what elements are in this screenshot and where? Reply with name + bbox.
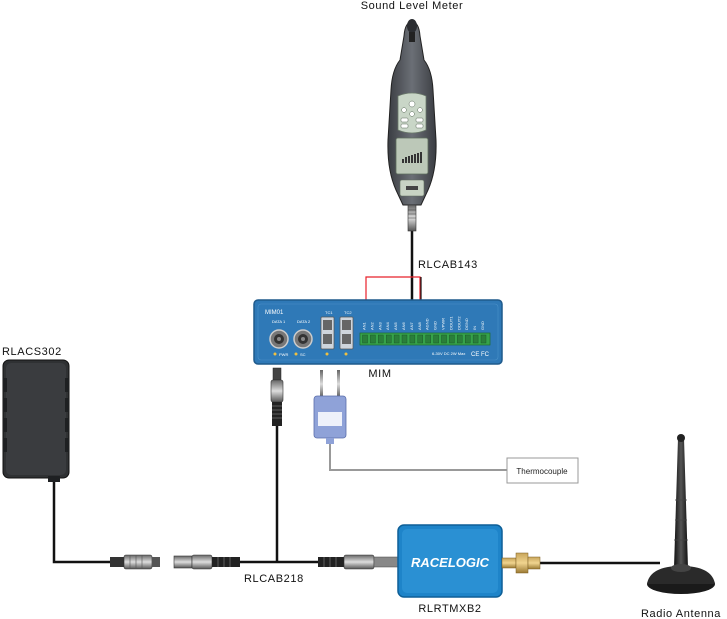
thermocouple-box: Thermocouple	[506, 457, 579, 484]
tc2-label: TC2	[344, 310, 352, 315]
terminal-screw[interactable]	[457, 334, 463, 344]
data1-label: DATA 1	[272, 319, 286, 324]
pin-label: AN3	[377, 321, 382, 330]
pin-label: AN4	[385, 321, 390, 330]
rlcab143-label: RLCAB143	[418, 259, 478, 271]
cables	[52, 230, 660, 565]
terminal-screw[interactable]	[472, 334, 479, 344]
slm-mic-neck	[409, 32, 415, 42]
terminal-screw[interactable]	[393, 334, 400, 344]
sc-led	[294, 352, 298, 356]
voltage-label: 6-30V DC 2W Max	[432, 351, 465, 356]
red-wire	[365, 276, 421, 316]
pin-label: AN6	[401, 321, 406, 330]
slm-microphone	[407, 19, 417, 33]
terminal-screw[interactable]	[465, 334, 471, 344]
rlrtmxb2-label: RLRTMXB2	[418, 603, 481, 615]
pin-label: AN1	[362, 321, 367, 330]
mim-body	[253, 299, 503, 365]
pwr-label: PWR	[279, 352, 288, 357]
inline-connector-right	[318, 554, 399, 570]
rlacs302-power-supply	[2, 359, 70, 482]
sound-level-meter	[387, 19, 437, 232]
pin-label: GND	[433, 321, 438, 330]
rlacs302-label: RLACS302	[2, 346, 62, 358]
rlacs302-vents	[3, 378, 69, 452]
pin-label: GND	[480, 321, 485, 330]
mim-unit: MIM01 DATA 1 DATA 2 PWR SC TC1 TC2	[253, 299, 503, 365]
pin-label: IN	[472, 326, 477, 330]
power-cable	[52, 480, 110, 564]
sma-connector	[501, 552, 541, 574]
tc1-port[interactable]	[320, 316, 335, 350]
terminal-screw[interactable]	[441, 334, 447, 344]
thermocouple-wire	[329, 440, 508, 471]
pin-label: AN5	[393, 321, 398, 330]
terminal-screws	[362, 334, 487, 344]
terminal-screw[interactable]	[378, 334, 384, 344]
mim-cable-connector	[270, 367, 284, 426]
data1-port[interactable]	[269, 329, 289, 349]
thermocouple-plug	[313, 370, 347, 444]
antenna-whip	[674, 438, 688, 568]
pin-label: AN2	[369, 321, 374, 330]
pin-label: DOUT1	[448, 316, 453, 330]
racelogic-logo: RACELOGIC	[411, 555, 490, 570]
terminal-screw[interactable]	[386, 334, 392, 344]
pin-label: DGND	[464, 318, 469, 330]
tc2-port[interactable]	[339, 316, 354, 350]
mim-label: MIM	[368, 368, 391, 380]
data2-port[interactable]	[293, 329, 313, 349]
ce-fc-label: CE FC	[471, 352, 490, 358]
slm-button	[406, 186, 418, 190]
mim-model-label: MIM01	[265, 310, 284, 316]
terminal-screw[interactable]	[417, 334, 423, 344]
terminal-screw[interactable]	[425, 334, 431, 344]
inline-connector-left	[110, 554, 160, 570]
terminal-screw[interactable]	[449, 334, 455, 344]
tc1-label: TC1	[325, 310, 333, 315]
pin-label: AN7	[409, 321, 414, 330]
pin-label: AN8	[417, 321, 422, 330]
slm-keys	[400, 100, 424, 129]
radio-antenna	[647, 434, 715, 594]
terminal-screw[interactable]	[401, 334, 408, 344]
rlrtmxb2-module: RACELOGIC	[397, 524, 503, 598]
rlcab218-label: RLCAB218	[244, 573, 304, 585]
thermocouple-label: Thermocouple	[516, 467, 568, 476]
sound-level-meter-label: Sound Level Meter	[361, 0, 464, 12]
pin-label: DOUT2	[456, 316, 461, 330]
terminal-screw[interactable]	[370, 334, 376, 344]
inline-connector-middle	[173, 554, 240, 570]
terminal-screw[interactable]	[433, 334, 439, 344]
slm-display-bars	[402, 152, 422, 163]
terminal-screw[interactable]	[480, 334, 487, 344]
pwr-led	[273, 352, 277, 356]
data2-label: DATA 2	[297, 319, 311, 324]
terminal-screw[interactable]	[362, 334, 368, 344]
sc-label: SC	[300, 352, 306, 357]
radio-antenna-label: Radio Antenna	[641, 608, 721, 619]
terminal-screw[interactable]	[409, 334, 416, 344]
pin-label: AGND	[425, 318, 430, 330]
pin-label: VPWR	[441, 318, 446, 330]
